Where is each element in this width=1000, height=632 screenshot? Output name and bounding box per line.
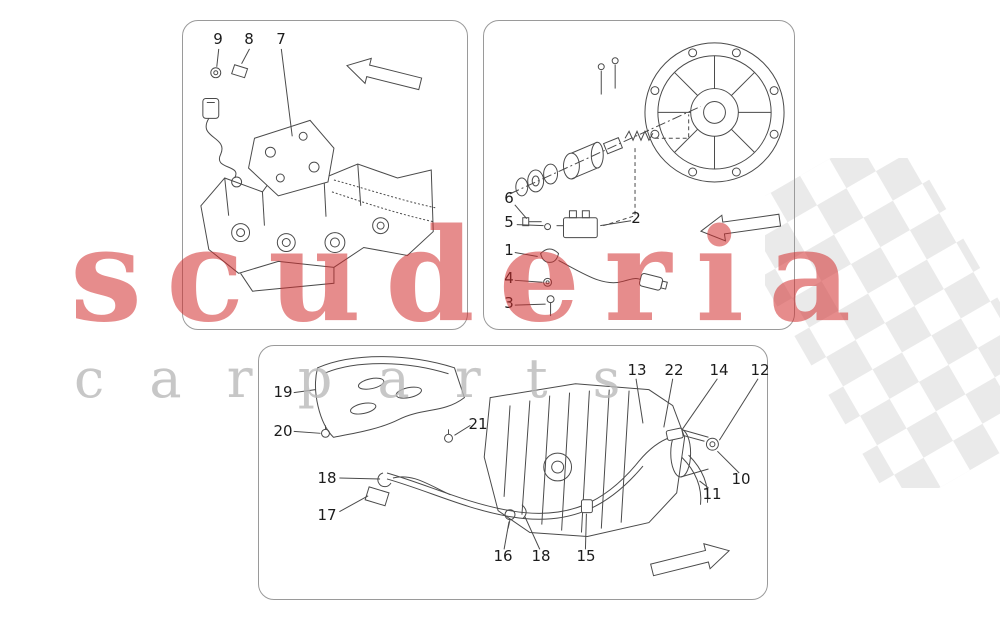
direction-arrow-left-icon <box>699 213 782 242</box>
electrics-line-art <box>200 48 436 292</box>
sensor-cable-drawing <box>202 48 250 188</box>
callout-16: 16 <box>493 547 513 565</box>
callout-4: 4 <box>504 269 514 287</box>
callout-1: 1 <box>504 241 514 259</box>
mounting-bracket-drawing <box>247 48 335 197</box>
callout-7: 7 <box>276 30 286 48</box>
callout-5: 5 <box>504 213 514 231</box>
clutch-housing-drawing <box>644 42 785 183</box>
callout-6: 6 <box>504 189 514 207</box>
callout-2: 2 <box>631 209 641 227</box>
callout-22: 22 <box>664 361 684 379</box>
gear-cables-drawing <box>339 378 759 550</box>
direction-arrow-up-right-icon <box>650 543 731 577</box>
direction-arrow-up-left-icon <box>346 57 423 91</box>
callout-9: 9 <box>213 30 223 48</box>
switch-clip-cable-drawing <box>514 248 668 317</box>
callout-12: 12 <box>750 361 770 379</box>
callout-13: 13 <box>627 361 647 379</box>
gearbox-line-art <box>293 356 759 577</box>
slave-cylinder-exploded-drawing <box>509 57 701 227</box>
callout-8: 8 <box>244 30 254 48</box>
callout-10: 10 <box>731 470 751 488</box>
callout-18b: 18 <box>531 547 551 565</box>
callout-11: 11 <box>702 485 722 503</box>
callout-18a: 18 <box>317 469 337 487</box>
clutch-switch-drawing <box>514 204 632 239</box>
callout-15: 15 <box>576 547 596 565</box>
panel-gearbox-diagram <box>258 345 768 600</box>
gearbox-drawing <box>483 383 709 537</box>
callout-21: 21 <box>468 415 488 433</box>
clutch-line-art <box>509 42 785 317</box>
callout-14: 14 <box>709 361 729 379</box>
callout-19: 19 <box>273 383 293 401</box>
checkered-flag-watermark <box>765 158 1000 488</box>
panel-clutch-diagram <box>483 20 795 330</box>
panel-electrics-diagram <box>182 20 468 330</box>
callout-20: 20 <box>273 422 293 440</box>
callout-17: 17 <box>317 506 337 524</box>
callout-3: 3 <box>504 294 514 312</box>
heat-shield-drawing <box>293 356 471 443</box>
